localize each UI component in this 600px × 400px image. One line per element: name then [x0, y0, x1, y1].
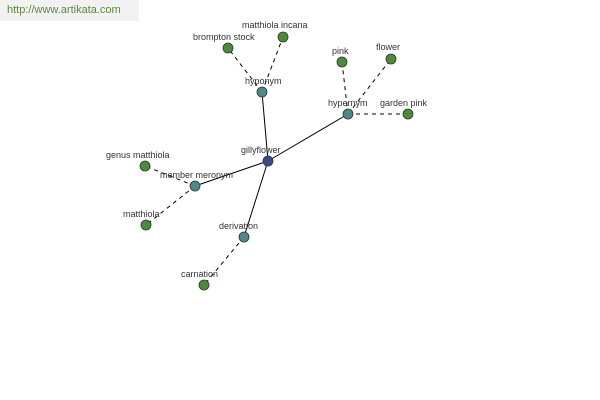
edge-hypernym-pink: [341, 61, 349, 115]
labels-layer: gillyflower hyponym hypernym member meronym…: [106, 20, 428, 279]
edge-derivation-carnation: [203, 236, 245, 286]
node-member-meronym[interactable]: [189, 180, 201, 192]
edge-hypernym-flower: [347, 58, 392, 115]
edge-member_meronym-matthiola: [145, 185, 196, 226]
node-hyponym[interactable]: [256, 86, 268, 98]
label-gillyflower[interactable]: gillyflower: [241, 145, 281, 155]
label-matthiola-incana[interactable]: matthiola incana: [242, 20, 308, 30]
node-derivation[interactable]: [238, 231, 250, 243]
label-carnation[interactable]: carnation: [181, 269, 218, 279]
node-pink[interactable]: [336, 56, 348, 68]
label-flower[interactable]: flower: [376, 42, 400, 52]
node-garden-pink[interactable]: [402, 108, 414, 120]
node-matthiola[interactable]: [140, 219, 152, 231]
edge-hyponym-brompton_stock: [227, 47, 263, 93]
node-brompton-stock[interactable]: [222, 42, 234, 54]
node-flower[interactable]: [385, 53, 397, 65]
edge-gillyflower-hypernym: [267, 113, 349, 162]
label-matthiola[interactable]: matthiola: [123, 209, 160, 219]
edge-member_meronym-genus_matthiola: [144, 165, 196, 187]
nodes-layer: [139, 31, 414, 291]
label-pink[interactable]: pink: [332, 46, 349, 56]
node-carnation[interactable]: [198, 279, 210, 291]
edge-gillyflower-derivation: [243, 160, 269, 238]
edge-gillyflower-hyponym: [261, 91, 269, 162]
node-genus-matthiola[interactable]: [139, 160, 151, 172]
label-derivation[interactable]: derivation: [219, 221, 258, 231]
label-genus-matthiola[interactable]: genus matthiola: [106, 150, 170, 160]
node-matthiola-incana[interactable]: [277, 31, 289, 43]
edge-hyponym-matthiola_incana: [261, 36, 284, 93]
label-brompton-stock[interactable]: brompton stock: [193, 32, 255, 42]
label-hypernym[interactable]: hypernym: [328, 98, 368, 108]
label-hyponym[interactable]: hyponym: [245, 76, 282, 86]
label-garden-pink[interactable]: garden pink: [380, 98, 428, 108]
watermark-url: http://www.artikata.com: [0, 0, 139, 21]
edges-layer: [144, 36, 408, 286]
label-member-meronym[interactable]: member meronym: [160, 170, 233, 180]
node-gillyflower[interactable]: [262, 155, 274, 167]
node-hypernym[interactable]: [342, 108, 354, 120]
edge-gillyflower-member_meronym: [194, 160, 269, 187]
